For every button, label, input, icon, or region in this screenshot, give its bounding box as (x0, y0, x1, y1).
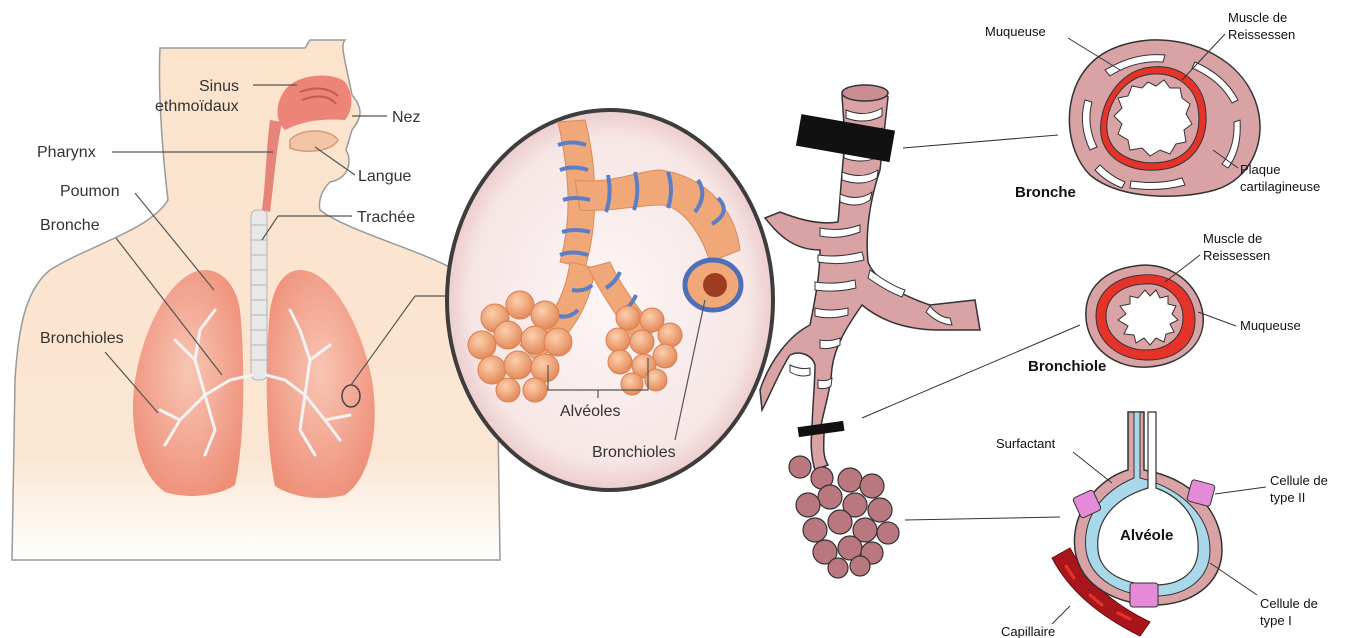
alveole-leader-capillaire (1052, 606, 1070, 624)
bronche-label-plaque-2: cartilagineuse (1240, 179, 1320, 194)
alveole-leader-surfactant (1073, 452, 1112, 483)
label-nez: Nez (392, 109, 420, 126)
label-poumon: Poumon (60, 183, 120, 200)
label-pharynx: Pharynx (37, 144, 96, 161)
bronche-title: Bronche (1015, 184, 1076, 201)
airway-tree (760, 85, 1080, 578)
alveole-label-surfactant: Surfactant (996, 436, 1056, 451)
label-trachee: Trachée (357, 209, 415, 226)
bronche-label-plaque-1: Plaque (1240, 162, 1280, 177)
zoom-circle: Alvéoles Bronchioles (447, 110, 773, 490)
bronche-label-muscle-2: Reissessen (1228, 27, 1295, 42)
alveole-label-type1-1: Cellule de (1260, 596, 1318, 611)
zoom-tube-lumen (703, 273, 727, 297)
alveole-label-type2-1: Cellule de (1270, 473, 1328, 488)
alveole-title: Alvéole (1120, 527, 1173, 544)
label-langue: Langue (358, 168, 411, 185)
bronchiole-title: Bronchiole (1028, 358, 1106, 375)
alveole-type2-cell-bottom (1130, 583, 1158, 607)
airway-bronchiole (811, 432, 828, 470)
alveole-label-type2-2: type II (1270, 490, 1305, 505)
airway-top-opening (842, 85, 888, 101)
alveole-detail: Alvéole Surfactant Cellule de type II Ce… (996, 412, 1328, 638)
bronche-label-muscle-1: Muscle de (1228, 10, 1287, 25)
bronchiole-label-muqueuse: Muqueuse (1240, 318, 1301, 333)
label-bronchioles: Bronchioles (40, 330, 124, 347)
connector-alveole (905, 517, 1060, 520)
alveole-label-type1-2: type I (1260, 613, 1292, 628)
bronchiole-label-muscle-2: Reissessen (1203, 248, 1270, 263)
alveole-leader-type1 (1210, 563, 1257, 595)
alveole-label-capillaire: Capillaire (1001, 624, 1055, 638)
human-body-figure (12, 40, 500, 560)
bronchiole-cross-section: Bronchiole Muscle de Reissessen Muqueuse (1028, 231, 1301, 375)
bronche-label-muqueuse: Muqueuse (985, 24, 1046, 39)
zoom-label-alveoles: Alvéoles (560, 403, 620, 420)
airway-alveoli-cluster (789, 456, 899, 578)
label-bronche: Bronche (40, 217, 100, 234)
zoom-label-bronchioles: Bronchioles (592, 444, 676, 461)
alveole-leader-type2 (1215, 487, 1266, 494)
label-sinus-line2: ethmoïdaux (155, 98, 239, 115)
label-sinus-line1: Sinus (199, 78, 239, 95)
bronchiole-label-muscle-1: Muscle de (1203, 231, 1262, 246)
connector-bronche (903, 135, 1058, 148)
bronche-cross-section: Bronche Muqueuse Muscle de Reissessen Pl… (985, 10, 1320, 201)
